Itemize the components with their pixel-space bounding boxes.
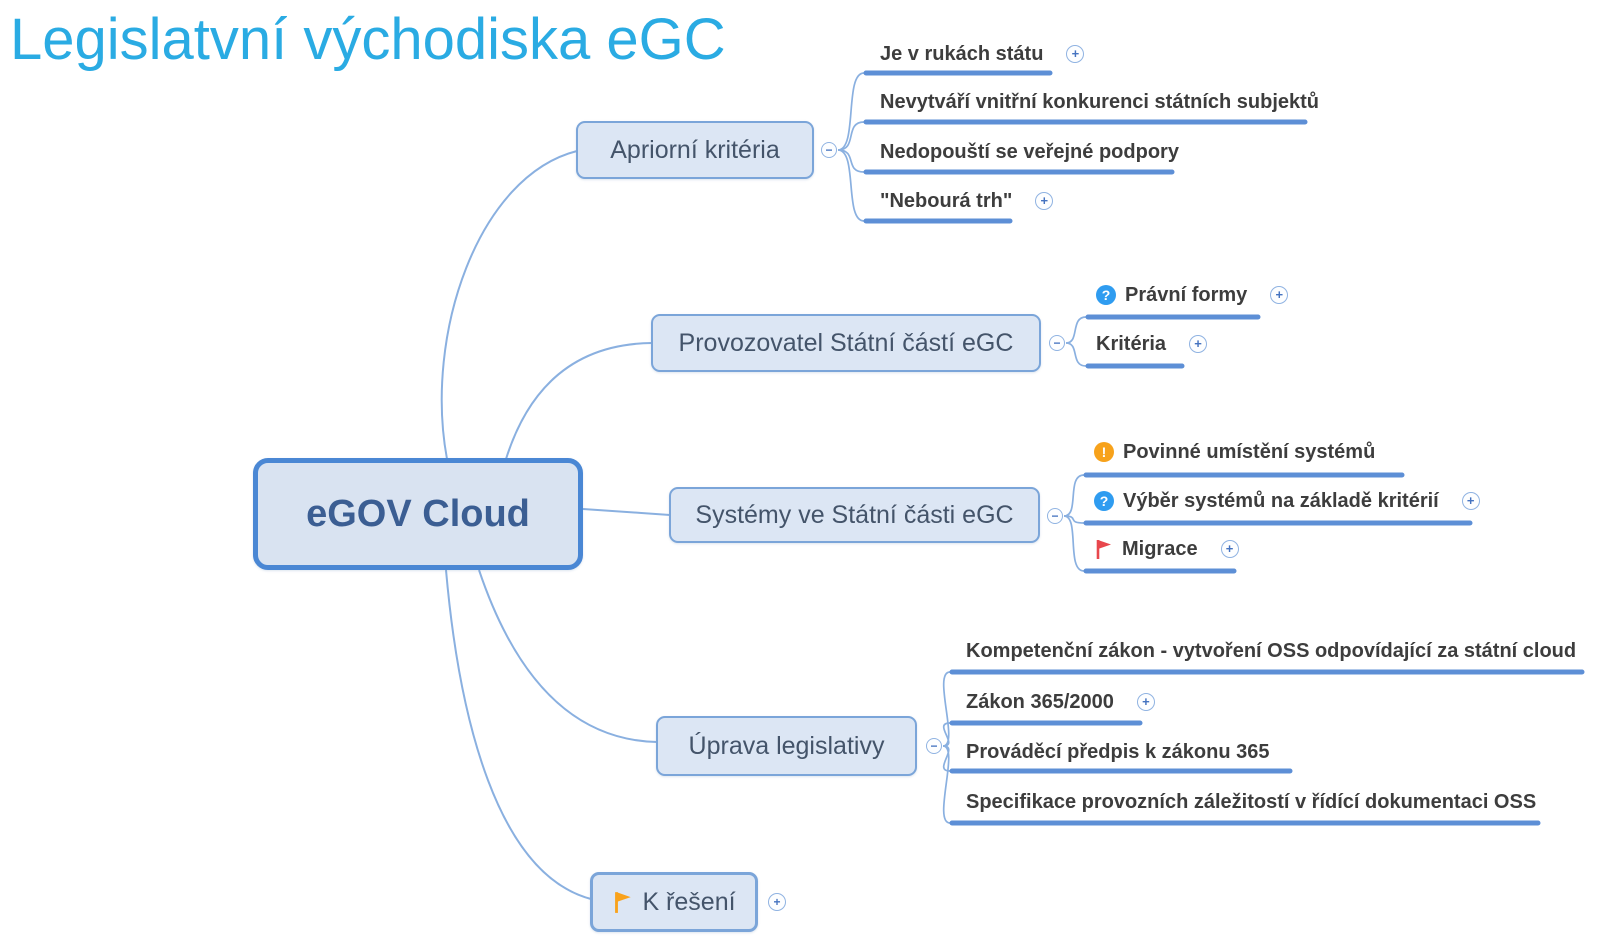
expand-icon[interactable]: + <box>768 893 786 911</box>
expand-icon[interactable]: + <box>1189 335 1208 353</box>
branch-node-systemy[interactable]: Systémy ve Státní části eGC <box>669 487 1040 543</box>
branch-node-provozovatel[interactable]: Provozovatel Státní částí eGC <box>651 314 1041 372</box>
child-topic-label: Nevytváří vnitřní konkurenci státních su… <box>880 90 1320 113</box>
child-topic[interactable]: ? Právní formy + <box>1096 280 1289 310</box>
child-topic-label: Specifikace provozních záležitostí v říd… <box>966 790 1537 813</box>
collapse-icon[interactable]: − <box>1047 508 1063 524</box>
child-topic[interactable]: Nevytváří vnitřní konkurenci státních su… <box>880 87 1319 117</box>
child-topic-label: Povinné umístění systémů <box>1123 440 1376 463</box>
expand-icon[interactable]: + <box>1066 45 1085 63</box>
child-topic-label: Zákon 365/2000 <box>966 690 1114 713</box>
child-topic[interactable]: Kompetenční zákon - vytvoření OSS odpoví… <box>966 636 1576 666</box>
child-topic[interactable]: ! Povinné umístění systémů <box>1094 437 1375 467</box>
root-branch-connectors <box>440 150 671 900</box>
child-topic[interactable]: ? Výběr systémů na základě kritérií + <box>1094 486 1480 516</box>
expand-icon[interactable]: + <box>1136 693 1155 711</box>
branch-node-apriorni-kriteria[interactable]: Apriorní kritéria <box>576 121 814 179</box>
child-connectors <box>837 72 1087 824</box>
expand-icon[interactable]: + <box>1220 540 1239 558</box>
child-topic[interactable]: Zákon 365/2000 + <box>966 687 1155 717</box>
expand-icon[interactable]: + <box>1270 286 1289 304</box>
branch-node-label: Provozovatel Státní částí eGC <box>678 328 1014 357</box>
collapse-icon[interactable]: − <box>926 738 942 754</box>
child-topic[interactable]: Je v rukách státu + <box>880 39 1085 69</box>
root-node-label: eGOV Cloud <box>306 492 530 535</box>
child-topic-label: Prováděcí předpis k zákonu 365 <box>966 740 1270 763</box>
child-topic-label: Migrace <box>1122 537 1198 560</box>
child-topic-label: "Nebourá trh" <box>880 189 1013 212</box>
warning-icon: ! <box>1094 442 1114 462</box>
collapse-icon[interactable]: − <box>821 142 837 158</box>
branch-node-label: Apriorní kritéria <box>610 135 780 164</box>
child-underlines <box>863 70 1585 826</box>
child-topic-label: Výběr systémů na základě kritérií <box>1123 489 1439 512</box>
expand-icon[interactable]: + <box>1035 192 1054 210</box>
child-topic[interactable]: Prováděcí předpis k zákonu 365 <box>966 737 1269 767</box>
child-topic-label: Právní formy <box>1125 283 1248 306</box>
branch-node-k-reseni[interactable]: K řešení <box>590 872 758 932</box>
branch-node-label: Systémy ve Státní části eGC <box>695 500 1014 529</box>
child-topic-label: Nedopouští se veřejné podpory <box>880 140 1179 163</box>
page-title: Legislatvní východiska eGC <box>10 7 726 72</box>
branch-node-label: Úprava legislativy <box>688 731 885 760</box>
child-topic[interactable]: "Nebourá trh" + <box>880 186 1054 216</box>
child-topic[interactable]: Migrace + <box>1094 534 1239 564</box>
root-node-egov-cloud[interactable]: eGOV Cloud <box>253 458 583 570</box>
flag-icon <box>1096 540 1111 559</box>
child-topic[interactable]: Kritéria + <box>1096 329 1208 359</box>
child-topic-label: Kritéria <box>1096 332 1167 355</box>
question-icon: ? <box>1094 491 1114 511</box>
expand-icon[interactable]: + <box>1461 492 1480 510</box>
collapse-icon[interactable]: − <box>1049 335 1065 351</box>
question-icon: ? <box>1096 285 1116 305</box>
branch-node-uprava-legislativy[interactable]: Úprava legislativy <box>656 716 917 776</box>
child-topic[interactable]: Specifikace provozních záležitostí v říd… <box>966 787 1536 817</box>
child-topic-label: Kompetenční zákon - vytvoření OSS odpoví… <box>966 639 1577 662</box>
child-topic-label: Je v rukách státu <box>880 42 1044 65</box>
branch-node-label: K řešení <box>642 887 736 916</box>
child-topic[interactable]: Nedopouští se veřejné podpory <box>880 137 1179 167</box>
flag-icon <box>615 892 632 913</box>
